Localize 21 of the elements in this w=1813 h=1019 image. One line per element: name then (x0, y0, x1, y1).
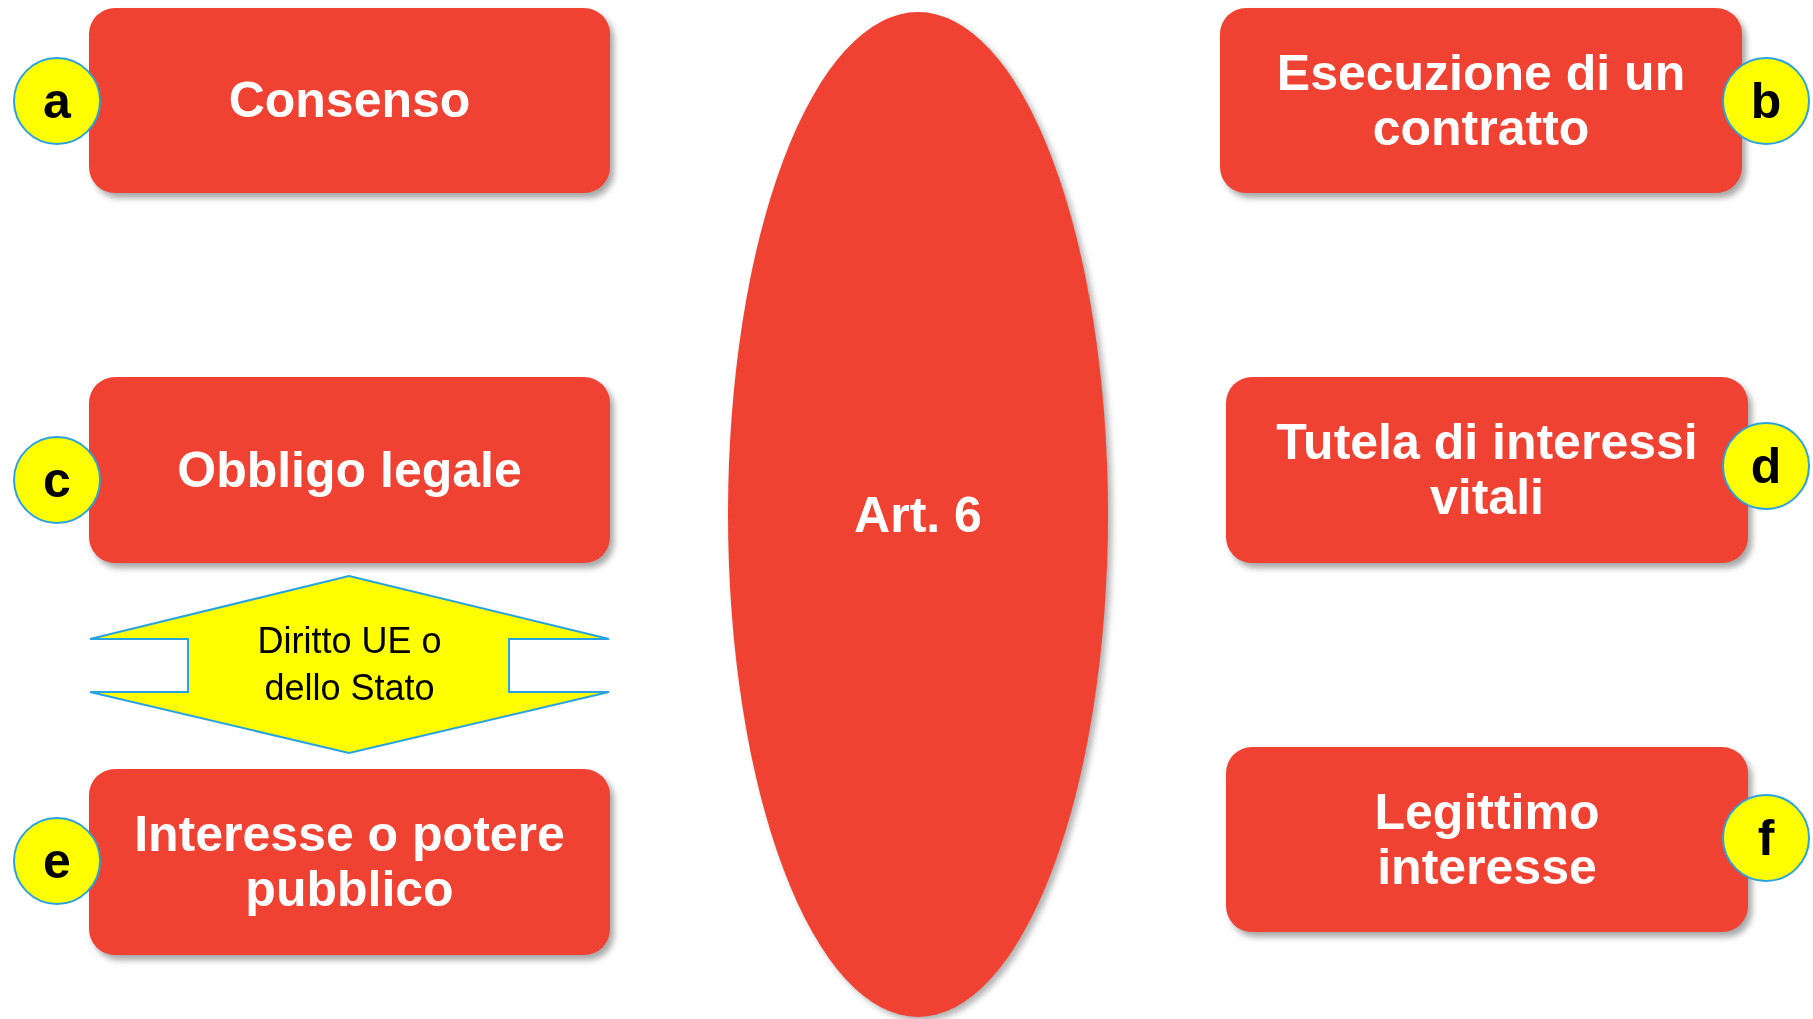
letter-label: f (1757, 809, 1775, 867)
letter-label: d (1750, 437, 1782, 495)
category-box (1226, 377, 1748, 563)
article-label: Art. 6 (854, 485, 982, 544)
letter-label: e (43, 832, 71, 890)
category-box (1226, 747, 1748, 932)
category-label: Consenso (228, 73, 471, 128)
letter-label: b (1750, 72, 1782, 130)
category-label: Obbligo legale (177, 442, 522, 498)
arrow-label: Diritto UE o dello Stato (256, 618, 443, 710)
category-label: Esecuzione di un contratto (1275, 45, 1687, 156)
double-arrow-shape (89, 575, 610, 754)
category-box (89, 769, 610, 955)
category-box (89, 377, 610, 563)
category-box (89, 8, 610, 193)
letter-label: a (43, 72, 71, 130)
category-label: Tutela di interessi vitali (1275, 415, 1699, 525)
category-box (1220, 8, 1742, 193)
category-label: Interesse o potere pubblico (133, 807, 566, 917)
category-label: Legittimo interesse (1373, 784, 1601, 895)
letter-label: c (43, 451, 71, 509)
